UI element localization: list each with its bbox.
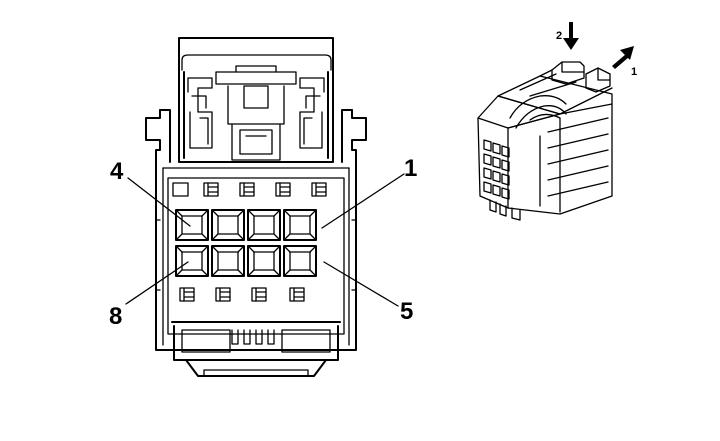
small-slot	[251, 287, 267, 302]
small-slot	[203, 182, 219, 197]
arrow-pull	[612, 46, 634, 69]
cavity	[211, 209, 245, 241]
pin-label-5: 5	[400, 298, 414, 325]
cavity	[175, 209, 209, 241]
small-slot	[179, 287, 195, 302]
iso-cavity	[501, 173, 510, 186]
iso-cavity-grid	[483, 139, 510, 200]
iso-cavity	[492, 156, 501, 169]
iso-cavity	[492, 170, 501, 183]
connector-front-view	[125, 37, 405, 377]
small-slot	[311, 182, 327, 197]
arrow-press	[563, 22, 579, 50]
top-slots	[203, 182, 327, 197]
leader-lines	[125, 173, 405, 307]
iso-cavity	[483, 153, 492, 166]
iso-cavity	[501, 145, 510, 158]
small-slot	[275, 182, 291, 197]
cavity	[247, 245, 281, 277]
cavity-grid	[175, 209, 317, 277]
small-slot	[289, 287, 305, 302]
pin-label-1: 1	[404, 155, 418, 182]
cavity	[283, 245, 317, 277]
iso-cavity	[501, 187, 510, 200]
pin-label-8: 8	[109, 303, 123, 330]
iso-cavity	[483, 139, 492, 152]
connector-iso-view	[477, 22, 634, 221]
top-latch-housing	[178, 37, 334, 163]
iso-cavity	[483, 181, 492, 194]
arrow-label-1: 1	[631, 66, 638, 78]
iso-cavity	[492, 184, 501, 197]
cavity	[247, 209, 281, 241]
small-slot	[215, 287, 231, 302]
cavity	[211, 245, 245, 277]
iso-cavity	[492, 142, 501, 155]
main-body	[145, 109, 367, 351]
iso-body	[477, 61, 613, 221]
iso-cavity	[483, 167, 492, 180]
bottom-lock-area	[171, 321, 341, 377]
small-slot	[239, 182, 255, 197]
top-slot-row	[172, 182, 189, 197]
iso-cavity	[501, 159, 510, 172]
pin-label-4: 4	[110, 158, 124, 185]
arrow-label-2: 2	[556, 30, 563, 42]
cavity	[175, 245, 209, 277]
cavity	[283, 209, 317, 241]
bottom-slots	[179, 287, 305, 302]
